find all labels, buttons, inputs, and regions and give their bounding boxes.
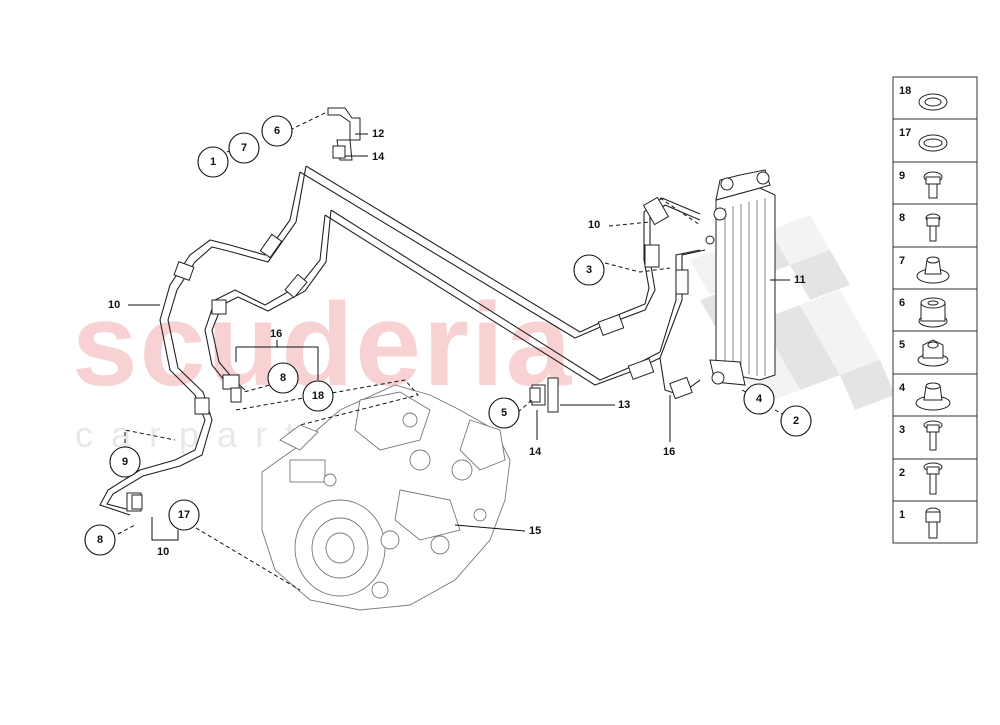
oil-cooler [705,169,776,386]
watermark: scuderia c a r p a r t s [72,215,895,455]
flange-bolt-icon [923,420,943,451]
svg-text:7: 7 [899,255,905,267]
callout-5[interactable]: 5 [488,397,520,429]
svg-text:1: 1 [210,156,216,168]
flange-nut-icon [917,339,949,367]
flange-bolt-icon [923,462,943,495]
svg-text:4: 4 [899,382,906,394]
svg-text:8: 8 [899,212,905,224]
label-16-right[interactable]: 16 [663,446,675,458]
callout-9[interactable]: 9 [109,446,141,478]
svg-text:7: 7 [241,142,247,154]
gearbox [261,384,511,611]
label-14-top[interactable]: 14 [372,151,385,163]
svg-text:2: 2 [899,467,905,479]
svg-text:2: 2 [793,415,799,427]
legend-item-8[interactable]: 8 [899,212,941,242]
label-14-bottom[interactable]: 14 [529,446,542,458]
label-10-right[interactable]: 10 [588,219,600,231]
svg-text:5: 5 [899,339,905,351]
label-13[interactable]: 13 [618,399,630,411]
callout-8-lower[interactable]: 8 [84,524,116,556]
socket-bolt-icon [925,507,941,539]
label-11[interactable]: 11 [794,274,806,286]
label-10-left[interactable]: 10 [108,299,120,311]
legend-item-6[interactable]: 6 [899,297,948,328]
legend-item-1[interactable]: 1 [899,507,941,539]
svg-text:6: 6 [899,297,905,309]
legend-item-3[interactable]: 3 [899,420,943,451]
svg-text:1: 1 [899,509,905,521]
callout-17[interactable]: 17 [168,499,200,531]
svg-text:4: 4 [756,393,763,405]
label-10-bottom[interactable]: 10 [157,546,169,558]
bolt-icon [925,213,941,242]
legend-item-5[interactable]: 5 [899,339,949,367]
svg-text:3: 3 [586,264,592,276]
legend-item-2[interactable]: 2 [899,462,943,495]
svg-text:8: 8 [280,372,286,384]
label-12[interactable]: 12 [372,128,384,140]
legend-item-4[interactable]: 4 [899,382,951,411]
callout-1[interactable]: 1 [197,146,229,178]
hardware-legend: 18 17 9 8 [892,76,978,544]
svg-text:9: 9 [899,170,905,182]
flange-bolt-icon [923,171,943,199]
svg-text:6: 6 [274,125,280,137]
callout-3[interactable]: 3 [573,254,605,286]
callout-4[interactable]: 4 [743,383,775,415]
seal-ring-icon [918,134,948,152]
svg-text:9: 9 [122,456,128,468]
label-16-left[interactable]: 16 [270,328,282,340]
rubber-mount-icon [916,256,950,284]
legend-item-9[interactable]: 9 [899,170,943,199]
legend-item-7[interactable]: 7 [899,255,950,284]
legend-item-18[interactable]: 18 [899,85,948,111]
legend-item-17[interactable]: 17 [899,127,948,152]
svg-text:8: 8 [97,534,103,546]
seal-ring-icon [918,93,948,111]
svg-text:18: 18 [312,390,324,402]
svg-text:5: 5 [501,407,507,419]
clamp-parts [131,145,541,510]
callout-7[interactable]: 7 [228,132,260,164]
callout-6[interactable]: 6 [261,115,293,147]
svg-text:18: 18 [899,85,911,97]
svg-text:3: 3 [899,424,905,436]
svg-text:17: 17 [899,127,911,139]
callout-2[interactable]: 2 [780,405,812,437]
label-15[interactable]: 15 [529,525,541,537]
svg-text:17: 17 [178,509,190,521]
rubber-mount-icon [915,382,951,411]
callout-8-upper[interactable]: 8 [267,362,299,394]
grommet-icon [918,297,948,328]
callout-18[interactable]: 18 [302,380,334,412]
